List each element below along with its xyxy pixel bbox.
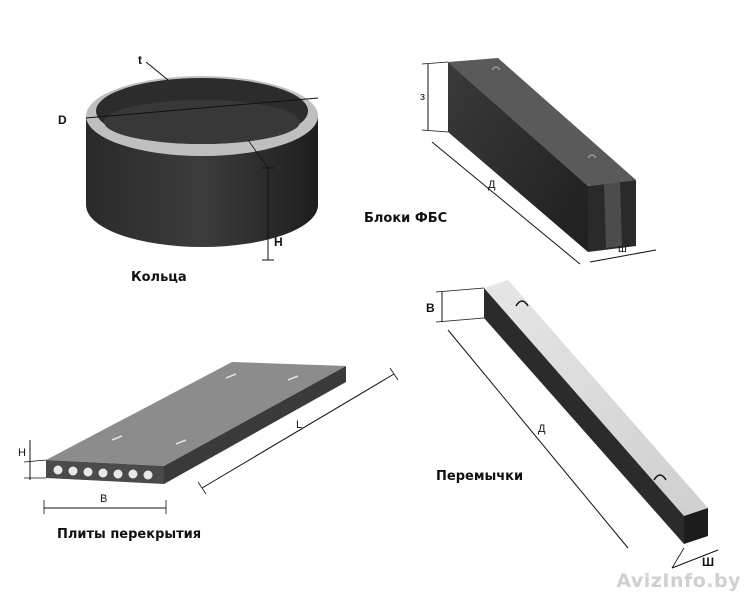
fbs-block-illustration <box>421 58 657 265</box>
block-width-label: ш <box>618 243 627 255</box>
floor-slabs-caption: Плиты перекрытия <box>57 527 202 542</box>
block-height-label: з <box>420 91 425 103</box>
lintel-length-label: Д <box>538 423 546 435</box>
lintels-caption: Перемычки <box>436 469 524 484</box>
floor-slab-illustration <box>23 362 399 514</box>
slab-height-label: Н <box>18 447 26 459</box>
lintel-illustration <box>435 280 719 569</box>
watermark: AvizInfo.by <box>616 570 741 592</box>
ring-illustration <box>85 61 319 261</box>
rings-caption: Кольца <box>131 270 187 285</box>
ring-diameter-label: D <box>58 113 67 127</box>
ring-height-label: H <box>274 235 283 249</box>
slab-width-label: В <box>100 493 107 505</box>
lintel-width-label: Ш <box>702 555 714 569</box>
lintel-height-label: В <box>426 301 435 315</box>
block-length-label: Д <box>488 179 496 191</box>
slab-length-label: L <box>296 419 302 431</box>
fbs-blocks-caption: Блоки ФБС <box>364 211 448 226</box>
ring-thickness-label: t <box>138 53 142 67</box>
